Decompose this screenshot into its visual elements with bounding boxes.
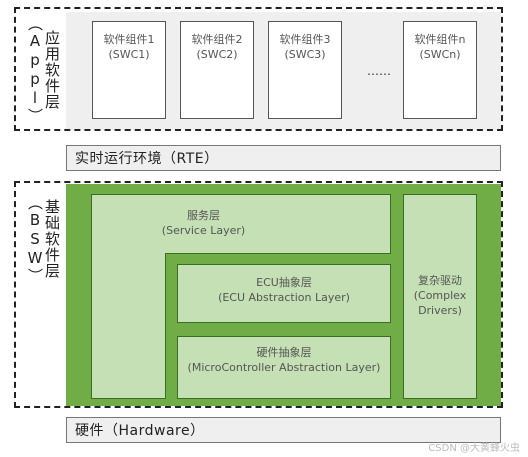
ecu-abstraction-subtitle: (ECU Abstraction Layer)	[218, 291, 350, 304]
service-layer-text: 服务层 (Service Layer)	[91, 208, 316, 248]
mcal-title: 硬件抽象层	[256, 346, 312, 359]
swc-2-box: 软件组件2 (SWC2)	[180, 21, 254, 119]
complex-drivers-subtitle: (Complex Drivers)	[413, 289, 467, 317]
swc-3-name: 软件组件3	[279, 33, 331, 46]
complex-drivers-title: 复杂驱动	[418, 274, 462, 287]
swc-1-code: (SWC1)	[108, 48, 150, 61]
hardware-label: 硬件（Hardware）	[75, 423, 205, 439]
service-layer-subtitle: (Service Layer)	[161, 224, 246, 237]
complex-drivers-box: 复杂驱动 (Complex Drivers)	[403, 194, 477, 399]
swc-n-name: 软件组件n	[414, 33, 466, 46]
swc-3-code: (SWC3)	[284, 48, 326, 61]
swc-2-code: (SWC2)	[196, 48, 238, 61]
swc-1-box: 软件组件1 (SWC1)	[92, 21, 166, 119]
bsw-label: 基础软件层（BSW）	[26, 194, 61, 284]
hardware-bar: 硬件（Hardware）	[66, 417, 501, 443]
rte-bar: 实时运行环境（RTE）	[66, 145, 501, 171]
rte-label: 实时运行环境（RTE）	[75, 151, 219, 167]
swc-ellipsis: ……	[367, 64, 391, 78]
watermark: CSDN @大黄蜂火虫	[428, 443, 520, 454]
bsw-frame	[14, 181, 503, 408]
application-layer-label: 应用软件层（Appl）	[26, 15, 61, 124]
application-layer-frame	[14, 7, 503, 131]
service-layer-shape	[91, 194, 391, 399]
swc-n-code: (SWCn)	[419, 48, 461, 61]
swc-3-box: 软件组件3 (SWC3)	[268, 21, 342, 119]
swc-n-box: 软件组件n (SWCn)	[403, 21, 477, 119]
swc-2-name: 软件组件2	[191, 33, 243, 46]
swc-1-name: 软件组件1	[103, 33, 155, 46]
ecu-abstraction-layer-box: ECU抽象层 (ECU Abstraction Layer)	[177, 264, 391, 323]
mcal-box: 硬件抽象层 (MicroController Abstraction Layer…	[177, 336, 391, 399]
mcal-subtitle: (MicroController Abstraction Layer)	[187, 361, 381, 374]
ecu-abstraction-title: ECU抽象层	[256, 276, 312, 289]
service-layer-title: 服务层	[187, 209, 220, 222]
